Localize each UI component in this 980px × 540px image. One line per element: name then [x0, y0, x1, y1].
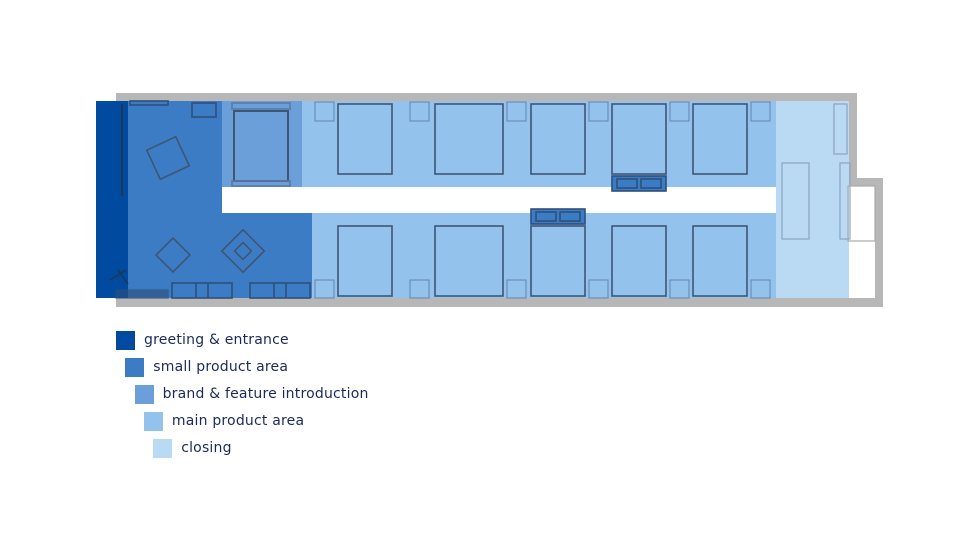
display-table	[692, 103, 748, 175]
display-table	[530, 225, 586, 297]
pedestal	[669, 279, 690, 299]
pedestal	[314, 101, 335, 122]
wall-shelf	[191, 102, 217, 118]
zone-main-product-top	[302, 101, 776, 187]
display-table	[337, 103, 393, 175]
pedestal	[669, 101, 690, 122]
zones	[96, 101, 849, 298]
small-display-table-inner	[233, 241, 253, 261]
feature-table-shelf	[231, 102, 291, 110]
exit-door	[847, 185, 876, 242]
display-table	[611, 103, 667, 175]
pedestal	[409, 279, 430, 299]
zone-closing	[776, 101, 849, 298]
bench-seat	[535, 211, 557, 222]
closing-shelf	[833, 103, 848, 155]
pedestal	[506, 101, 527, 122]
pedestal	[588, 101, 609, 122]
zone-main-product-bottom	[312, 213, 776, 298]
pedestal	[750, 101, 771, 122]
entrance-door-swing	[117, 269, 129, 285]
small-display-table	[154, 236, 192, 274]
display-table	[434, 225, 504, 297]
display-table	[337, 225, 393, 297]
pedestal	[409, 101, 430, 122]
display-table	[611, 225, 667, 297]
pedestal	[506, 279, 527, 299]
bench-seat	[640, 178, 662, 189]
display-table	[434, 103, 504, 175]
checkout-counter	[781, 162, 810, 240]
pedestal	[750, 279, 771, 299]
small-display-table	[145, 135, 191, 181]
bench-seat	[559, 211, 581, 222]
fixtures	[109, 100, 876, 299]
display-table	[692, 225, 748, 297]
wall-shelf	[115, 289, 169, 299]
feature-table-shelf	[231, 180, 291, 187]
wall-shelf	[249, 282, 311, 299]
small-display-table	[220, 228, 266, 274]
zone-small-product	[128, 101, 312, 298]
zone-greeting-entrance	[96, 101, 128, 298]
wall-shelf	[129, 100, 169, 106]
display-table	[530, 103, 586, 175]
closing-shelf	[839, 162, 851, 240]
pedestal	[314, 279, 335, 299]
pedestal	[588, 279, 609, 299]
wall-shelf	[171, 282, 233, 299]
bench-seat	[616, 178, 638, 189]
entrance-door-swing	[109, 269, 127, 281]
